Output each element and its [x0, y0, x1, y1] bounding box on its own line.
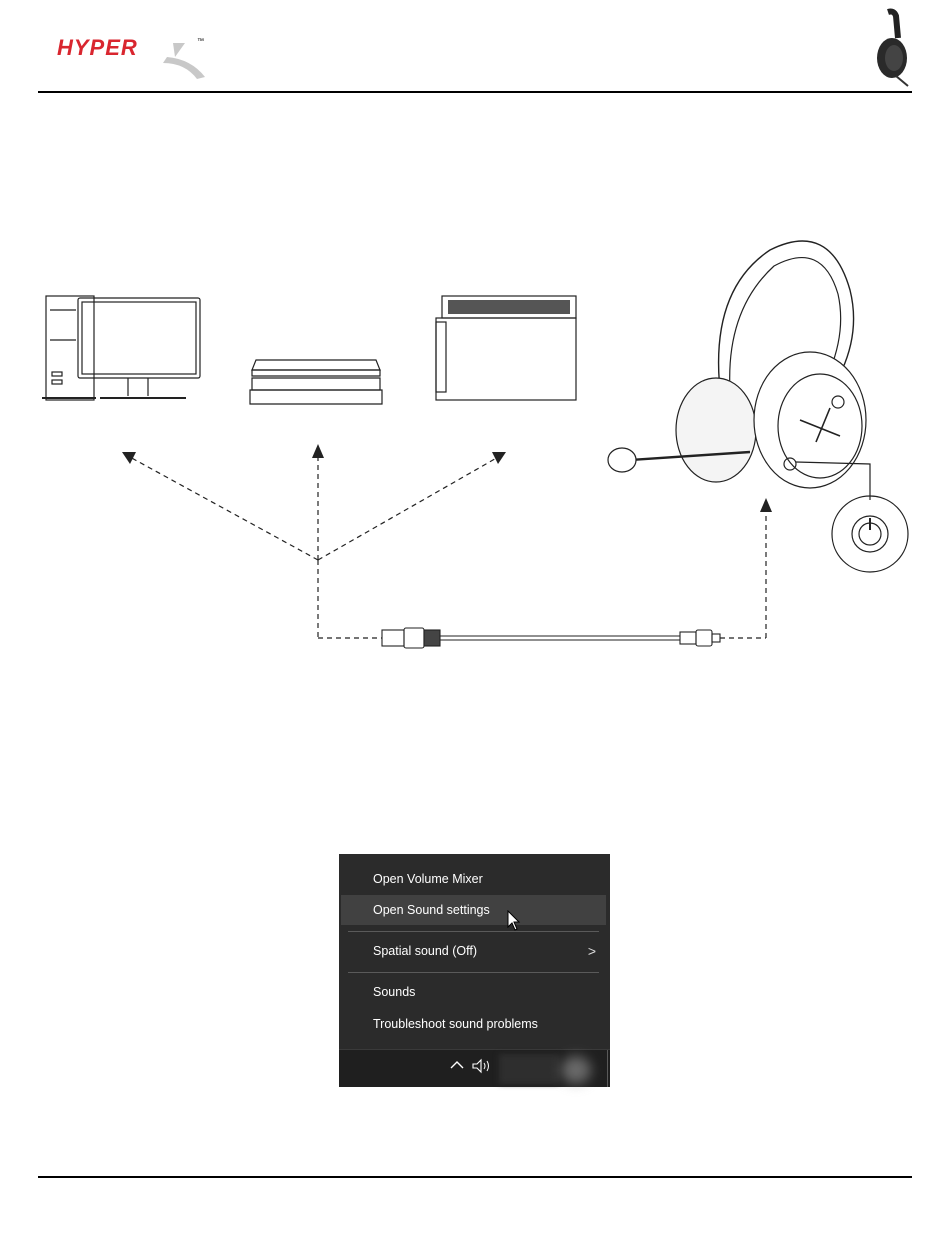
taskbar-divider [607, 1050, 608, 1087]
hyperx-logo: HYPER ™ [55, 33, 210, 83]
menu-separator [348, 931, 599, 932]
menu-item-troubleshoot[interactable]: Troubleshoot sound problems [341, 1009, 606, 1039]
arrow-switch [492, 452, 506, 464]
menu-item-label: Spatial sound (Off) [373, 936, 477, 966]
speaker-icon[interactable] [471, 1057, 493, 1075]
menu-item-spatial-sound[interactable]: Spatial sound (Off) > [341, 936, 606, 966]
connection-diagram [30, 230, 930, 670]
switch-dock-icon [436, 296, 576, 400]
console-icon [250, 360, 382, 404]
taskbar [339, 1049, 610, 1087]
svg-text:HYPER: HYPER [57, 35, 138, 60]
usb-cable [382, 628, 720, 648]
menu-item-label: Sounds [373, 977, 415, 1007]
menu-item-label: Open Volume Mixer [373, 864, 483, 894]
arrow-headset [760, 498, 772, 512]
menu-item-open-volume-mixer[interactable]: Open Volume Mixer [341, 864, 606, 894]
menu-separator [348, 972, 599, 973]
menu-item-label: Open Sound settings [373, 895, 490, 925]
chevron-right-icon: > [588, 936, 596, 966]
footer-rule [38, 1176, 912, 1178]
menu-item-label: Troubleshoot sound problems [373, 1009, 538, 1039]
header-rule [38, 91, 912, 93]
headset-illustration [608, 241, 870, 500]
pc-icon [42, 296, 200, 400]
logo-tm: ™ [197, 38, 204, 45]
arrow-pc [122, 452, 136, 464]
mouse-cursor-icon [507, 910, 521, 932]
arrow-console [312, 444, 324, 458]
blurred-tray-icon [561, 1056, 591, 1084]
power-icon [832, 496, 908, 572]
menu-item-open-sound-settings[interactable]: Open Sound settings [341, 895, 606, 925]
menu-item-sounds[interactable]: Sounds [341, 977, 606, 1007]
blurred-tray-area [499, 1054, 559, 1084]
chevron-up-icon[interactable] [449, 1058, 465, 1072]
sound-context-menu: Open Volume Mixer Open Sound settings Sp… [339, 854, 610, 1086]
headset-thumbnail [868, 8, 914, 90]
